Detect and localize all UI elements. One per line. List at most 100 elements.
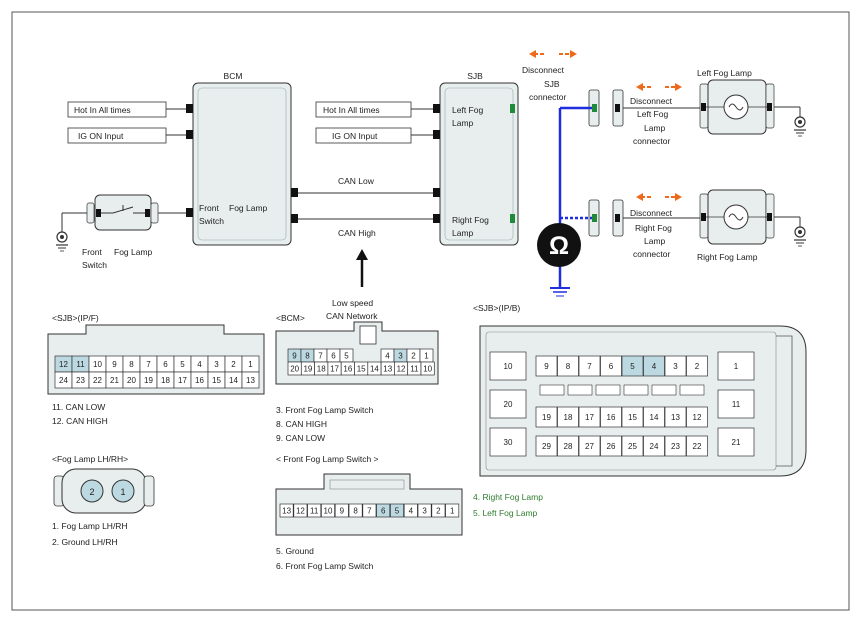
disconnect-left-label-1: Disconnect (630, 96, 673, 106)
disconnect-left-label-2: Left Fog (637, 109, 668, 119)
bcm-pin-6-label: 6 (331, 352, 336, 361)
sjb-left-fog-pin (510, 104, 515, 113)
disconnect-sjb-label-2: SJB (544, 79, 560, 89)
sjb-ipb-pin-6-label: 6 (609, 362, 614, 371)
bcm-pin-3-label: 3 (398, 352, 403, 361)
sjb-ipb-pin-20 (489, 389, 527, 419)
sjb-ipb-pin-14 (643, 406, 665, 428)
sjb-ipb-pin-23 (664, 435, 687, 457)
switch-switch-label: Switch (82, 260, 107, 270)
sjb-ipf-pin-12-label: 12 (59, 360, 68, 369)
sjb-ipb-pin-16 (600, 406, 622, 428)
sjb-ipb-pin-26 (600, 435, 622, 457)
sjb-ipb-pin-9-label: 9 (544, 362, 549, 371)
sjb-ipf-pin-15-label: 15 (212, 376, 221, 385)
sjb-ipb-pin-5-label: 5 (630, 362, 635, 371)
disconnect-right-label-1: Disconnect (630, 208, 673, 218)
front-switch-conn-title: < Front Fog Lamp Switch > (276, 454, 379, 464)
fog-lamp-pin-2-label: 2 (89, 487, 94, 497)
left-lamp-disconnect-arrows (636, 83, 682, 91)
sjb-ipb-pin-22-label: 22 (693, 442, 702, 451)
sjb-left-fog-label: Left Fog (452, 105, 483, 115)
front-switch-pin-12-label: 12 (296, 507, 305, 516)
sjb-ipb-pin-27-label: 27 (585, 442, 594, 451)
sjb-ipb-pin-28 (557, 435, 579, 457)
disconnect-left-label-3: Lamp (644, 123, 666, 133)
sjb-ipf-note-1: 11. CAN LOW (52, 402, 105, 412)
sjb-ipf-pin-22-label: 22 (93, 376, 102, 385)
front-switch-pin-8-label: 8 (353, 507, 358, 516)
sjb-ipb-pin-30-label: 30 (504, 438, 513, 447)
sjb-ipf-pin-9-label: 9 (112, 360, 117, 369)
front-switch-pin-5-label: 5 (395, 507, 400, 516)
sjb-left-fog-label-2: Lamp (452, 118, 474, 128)
sjb-ipb-pin-20-label: 20 (504, 400, 513, 409)
sjb-ipb-pin-4-label: 4 (652, 362, 657, 371)
bcm-pin-8-label: 8 (305, 352, 310, 361)
sjb-ipb-pin-9 (535, 355, 558, 377)
bcm-pin-9-label: 9 (292, 352, 297, 361)
sjb-ipb-pin-19-label: 19 (542, 413, 551, 422)
fog-lamp-connector: <Fog Lamp LH/RH> 2 1 1. Fog Lamp LH/RH 2… (52, 454, 155, 547)
sjb-ipb-pin-13-label: 13 (671, 413, 680, 422)
sjb-ipb-pin-29 (535, 435, 558, 457)
bcm-pin-can-low (291, 188, 298, 197)
can-high-label: CAN High (338, 228, 376, 238)
bcm-conn-title: <BCM> (276, 313, 305, 323)
sjb-ipb-blank-cavity (651, 384, 677, 396)
bcm-title: BCM (224, 71, 243, 81)
ohm-symbol: Ω (549, 232, 569, 260)
sjb-ipb-pin-30 (489, 427, 527, 457)
sjb-ipf-pin-2-label: 2 (231, 360, 236, 369)
sjb-ipf-pin-17-label: 17 (178, 376, 187, 385)
sjb-ipb-pin-7-label: 7 (587, 362, 592, 371)
sjb-ipf-pin-13-label: 13 (246, 376, 255, 385)
sjb-ipb-pin-18 (557, 406, 579, 428)
bcm-pin-11-label: 11 (410, 365, 419, 374)
sjb-ipb-pin-18-label: 18 (564, 413, 573, 422)
bcm-pin-1-label: 1 (424, 352, 429, 361)
sjb-ipb-note-2: 5. Left Fog Lamp (473, 508, 538, 518)
ohmmeter-icon (537, 223, 581, 267)
sjb-right-fog-label-2: Lamp (452, 228, 474, 238)
sjb-ipb-pin-29-label: 29 (542, 442, 551, 451)
front-switch-note-2: 6. Front Fog Lamp Switch (276, 561, 374, 571)
bcm-pin-15-label: 15 (357, 365, 366, 374)
right-fog-lamp-label: Right Fog Lamp (697, 252, 758, 262)
sjb-title: SJB (467, 71, 483, 81)
sjb-ipb-pin-3 (664, 355, 687, 377)
sjb-ipf-pin-4-label: 4 (197, 360, 202, 369)
bcm-pin-hot (186, 104, 193, 113)
outer-frame (11, 11, 850, 611)
sjb-ipb-pin-10 (489, 351, 527, 381)
sjb-ipb-blank-cavity (595, 384, 621, 396)
bcm-input-ig: IG ON Input (78, 131, 124, 141)
sjb-ipf-pin-24-label: 24 (59, 376, 68, 385)
front-switch-pin-7-label: 7 (367, 507, 372, 516)
sjb-ipb-pin-5 (621, 355, 644, 377)
front-switch-pin-1 (445, 503, 460, 518)
sjb-ipb-blank-cavity (539, 384, 565, 396)
sjb-right-fog-label: Right Fog (452, 215, 489, 225)
can-network-label-2: CAN Network (326, 311, 378, 321)
sjb-ipb-pin-28-label: 28 (564, 442, 573, 451)
sjb-ipb-pin-25-label: 25 (628, 442, 637, 451)
front-switch-pin-5 (390, 503, 404, 518)
sjb-ipb-pin-26-label: 26 (607, 442, 616, 451)
sjb-ipb-blank-cavity (567, 384, 593, 396)
bcm-pin-12-label: 12 (397, 365, 406, 374)
disconnect-left-label-4: connector (633, 136, 670, 146)
sjb-ipb-pin-23-label: 23 (671, 442, 680, 451)
disconnect-sjb-label-3: connector (529, 92, 566, 102)
sjb-ipf-pin-6-label: 6 (163, 360, 168, 369)
sjb-ipb-pin-16-label: 16 (607, 413, 616, 422)
can-network-label-1: Low speed (332, 298, 373, 308)
sjb-ipf-pin-11-label: 11 (76, 360, 85, 369)
sjb-ipb-pin-2 (686, 355, 708, 377)
sjb-disconnect-arrows (529, 50, 577, 58)
sjb-input-ig: IG ON Input (332, 131, 378, 141)
